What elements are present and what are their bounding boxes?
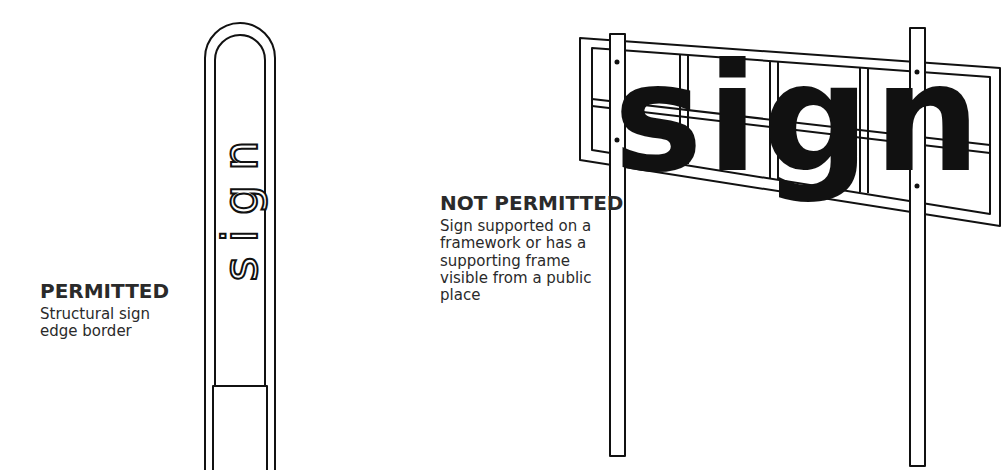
sign-edge-border bbox=[205, 23, 275, 470]
sign-panel: sign bbox=[600, 6, 998, 230]
permitted-sign bbox=[205, 23, 275, 470]
verdict-heading: NOT PERMITTED bbox=[440, 192, 660, 215]
sign-panel: sign bbox=[205, 22, 275, 386]
verdict-description: Sign supported on a framework or has a s… bbox=[440, 218, 620, 304]
sign-lettering: sign bbox=[216, 126, 264, 281]
verdict-heading: PERMITTED bbox=[40, 280, 200, 303]
sign-panel bbox=[215, 35, 265, 386]
sign-lettering: sign bbox=[614, 43, 985, 193]
sign-leg bbox=[213, 386, 267, 470]
framework-sign bbox=[580, 28, 1000, 466]
frame-outer bbox=[580, 38, 1000, 226]
verdict-description: Structural sign edge border bbox=[40, 306, 180, 341]
